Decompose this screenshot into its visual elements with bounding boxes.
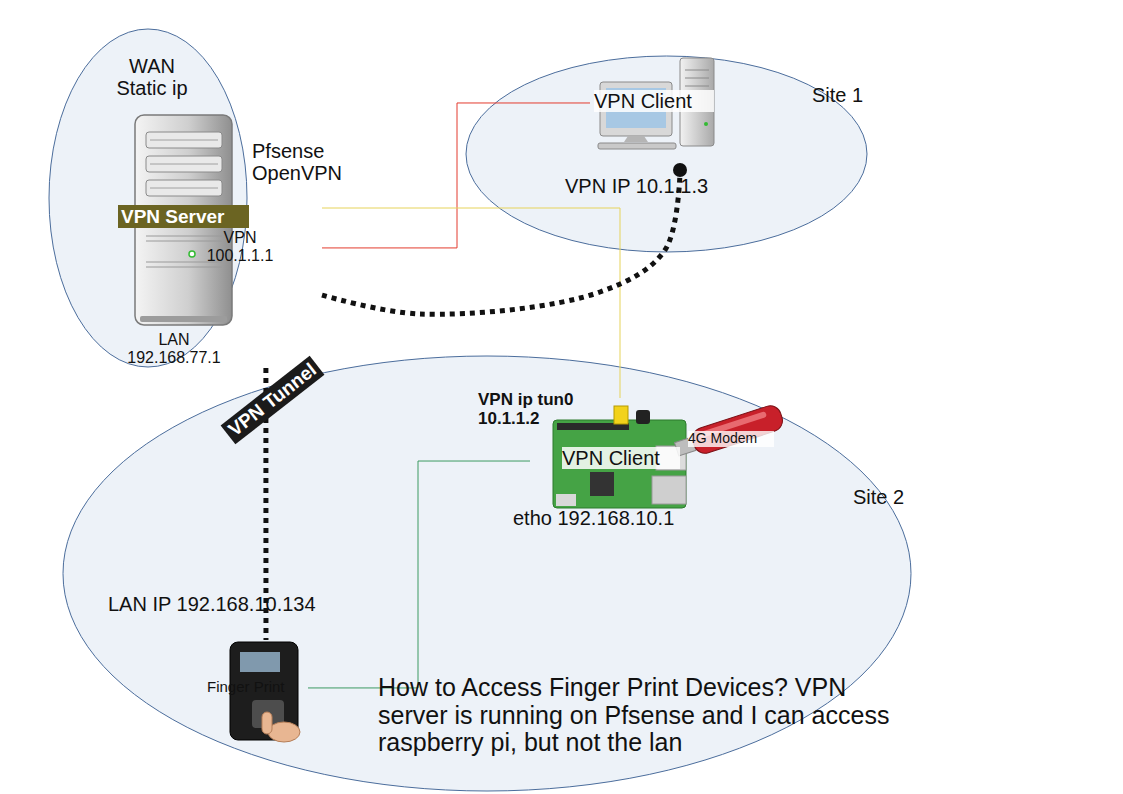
server-icon	[150, 140, 218, 141]
computer-icon	[606, 88, 666, 128]
computer-icon	[685, 78, 709, 79]
fingerprint-device	[240, 652, 280, 672]
raspberry-pi-board	[652, 476, 686, 504]
server-icon	[140, 316, 227, 322]
fingerprint-node: LAN IP 192.168.10.134Finger Print	[205, 640, 308, 742]
raspberry-pi-board	[553, 406, 686, 508]
server-icon	[146, 262, 222, 263]
site-heading: WAN Static ip	[102, 55, 202, 100]
site-ellipse: Site 1VPN ClientVPN IP 10.1.1.3	[465, 55, 868, 253]
vpn-tunnel	[322, 172, 680, 314]
client-node: VPN ClientVPN IP 10.1.1.3	[590, 55, 722, 172]
vpn-tunnel	[263, 368, 268, 640]
server-icon	[146, 156, 222, 172]
computer-icon	[673, 163, 687, 177]
computer-icon	[624, 136, 648, 142]
computer-icon	[598, 58, 714, 177]
raspberry-node: VPN ip tun0 10.1.1.2VPN Client4G Modemet…	[530, 398, 690, 508]
fingerprint-device	[268, 722, 300, 742]
raspberry-pi-board	[614, 406, 628, 424]
usb-modem	[673, 403, 786, 462]
fingerprint-device	[262, 712, 272, 734]
computer-icon	[685, 70, 709, 71]
role-label: VPN Server	[118, 205, 249, 228]
server-node: Pfsense OpenVPNVPN ServerVPN 100.1.1.1LA…	[118, 112, 322, 368]
wan-ellipse: WAN Static ipPfsense OpenVPNVPN ServerVP…	[48, 28, 248, 368]
computer-icon	[685, 86, 709, 87]
site-heading: Site 2	[853, 486, 923, 508]
server-icon	[189, 251, 195, 257]
computer-icon	[680, 58, 714, 146]
server-icon	[146, 180, 222, 196]
fingerprint-device	[252, 700, 284, 728]
server-icon	[146, 241, 222, 242]
ellipse-outline	[466, 56, 867, 252]
ellipse-outline	[465, 55, 868, 253]
usb-modem	[690, 403, 786, 456]
role-label: VPN Client	[594, 90, 714, 112]
raspberry-pi-board	[636, 410, 650, 424]
raspberry-pi-board	[553, 420, 686, 508]
ip-label: LAN 192.168.77.1	[119, 331, 229, 367]
usb-modem	[699, 411, 767, 438]
fingerprint-device	[230, 642, 300, 742]
role-label: VPN Client	[562, 447, 680, 469]
device-label: Finger Print	[207, 679, 307, 696]
server-icon	[135, 115, 232, 325]
site-heading: Site 1	[812, 84, 882, 106]
green-link	[308, 461, 530, 688]
raspberry-pi-board	[557, 423, 629, 430]
yellow-link	[322, 208, 620, 398]
computer-icon	[598, 143, 676, 149]
computer-icon	[600, 82, 672, 136]
question-note: How to Access Finger Print Devices? VPN …	[378, 674, 918, 757]
server-icon	[135, 115, 232, 325]
ellipse-outline	[49, 29, 247, 367]
server-icon	[146, 267, 222, 268]
raspberry-pi-board	[556, 494, 576, 506]
server-icon	[150, 188, 218, 189]
computer-icon	[704, 122, 708, 126]
software-label: Pfsense OpenVPN	[252, 140, 364, 185]
red-link	[322, 103, 590, 248]
server-icon	[146, 236, 222, 237]
fingerprint-device	[230, 642, 298, 740]
device-label: 4G Modem	[688, 431, 774, 447]
server-icon	[146, 132, 222, 148]
raspberry-pi-board	[590, 472, 614, 496]
ip-label: VPN 100.1.1.1	[197, 229, 283, 265]
usb-modem	[675, 437, 696, 456]
server-icon	[150, 164, 218, 165]
ip-label: VPN IP 10.1.1.3	[565, 175, 750, 197]
ip-label: etho 192.168.10.1	[513, 507, 723, 529]
raspberry-pi-board	[656, 446, 686, 470]
ip-label: LAN IP 192.168.10.134	[108, 593, 373, 615]
ip-label: VPN ip tun0 10.1.1.2	[478, 390, 603, 428]
